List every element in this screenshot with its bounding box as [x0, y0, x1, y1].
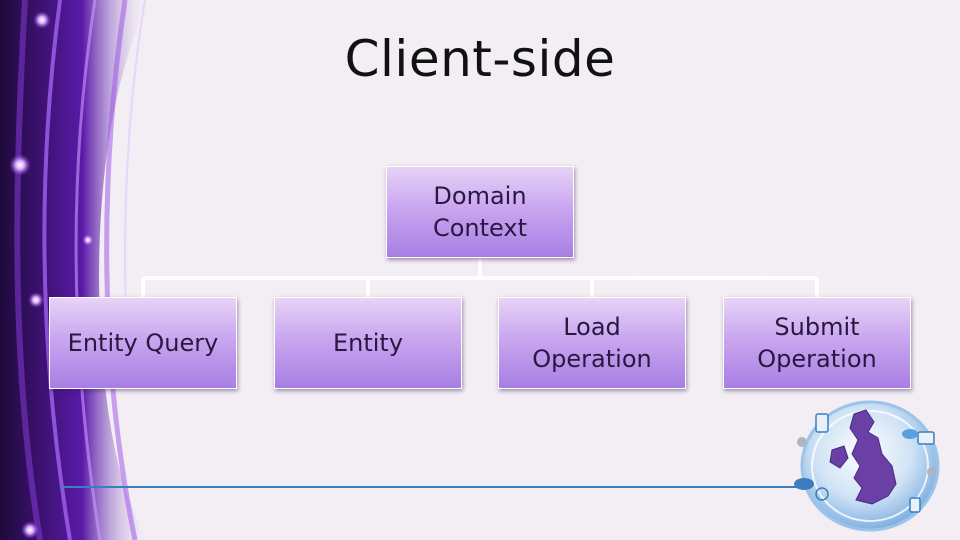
node-label: Entity [332, 329, 404, 357]
node-label: Submit Operation [757, 313, 877, 373]
node-label: Entity Query [67, 329, 219, 357]
node-submit-operation: Submit Operation [723, 297, 911, 389]
uk-globe-logo-icon [794, 400, 940, 532]
node-domain-context: Domain Context [386, 166, 574, 258]
node-entity-query: Entity Query [49, 297, 237, 389]
slide-title: Client-side [344, 30, 616, 88]
footer-divider-line [60, 486, 800, 488]
node-load-operation: Load Operation [498, 297, 686, 389]
node-label: Domain Context [432, 182, 528, 242]
node-entity: Entity [274, 297, 462, 389]
node-label: Load Operation [532, 313, 652, 373]
